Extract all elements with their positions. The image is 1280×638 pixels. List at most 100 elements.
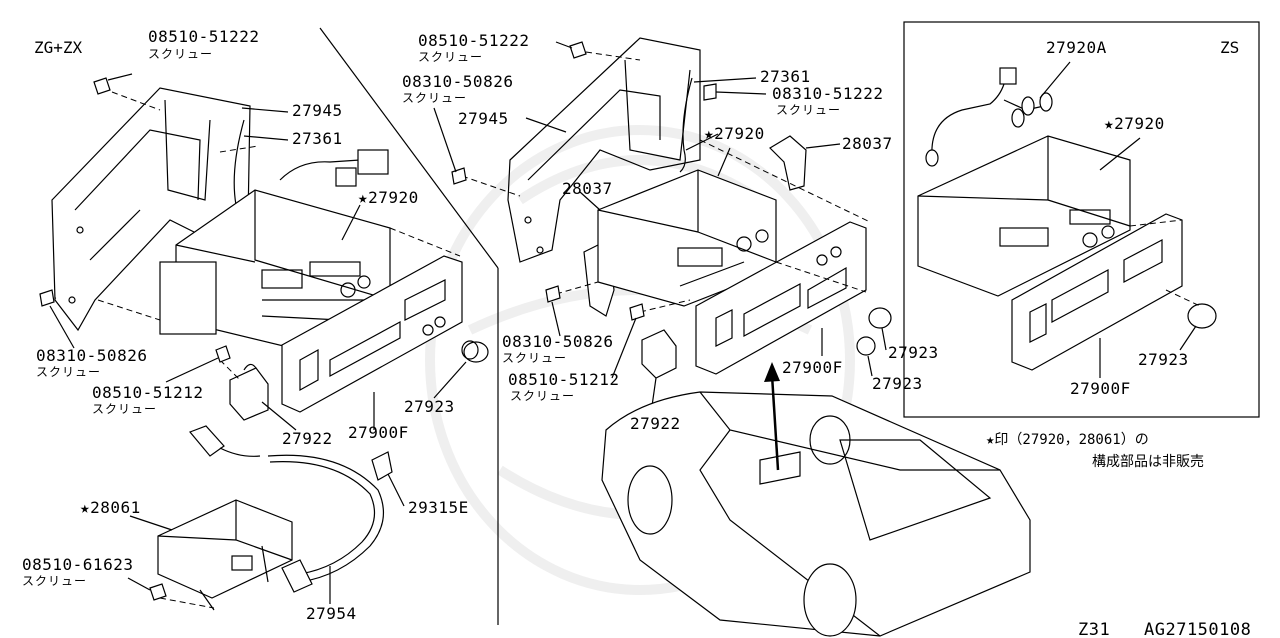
leader-dashed [1129,219,1183,227]
screw-icon [39,77,231,601]
amp-unit-28061 [157,499,293,611]
callout-part-number: 27361 [760,67,811,86]
leader-line [165,357,219,383]
middle-bracket-28037-right [769,135,807,191]
callout-part-number: 27922 [630,414,681,433]
middle-bracket-27945 [507,37,701,263]
callout-part-name: スクリュー [402,91,468,105]
callout-part-number: 27945 [292,101,343,120]
callout-part-number: 27954 [306,604,357,623]
zs-knob-27923 [1187,303,1217,329]
diagram-code: AG27150108 [1144,620,1252,638]
leader-line [867,355,873,377]
leader-line [243,135,289,141]
leader-line [881,327,887,351]
callout-part-number: 08510-61623 [22,555,134,574]
clip-29315E [371,451,393,481]
variant-label-right: ZS [1220,38,1240,57]
callout-part-number: 28037 [562,179,613,198]
callout-part-number: 27920A [1046,38,1107,57]
callout-part-name: スクリュー [510,389,576,403]
variant-label-left: ZG+ZX [34,38,83,57]
callout-part-name: スクリュー [502,351,568,365]
left-bracket-27922 [229,363,269,421]
model-code: Z31 [1078,620,1111,638]
zs-radio-unit-27920 [917,135,1131,297]
middle-bracket-27922 [641,329,677,379]
callout-part-number: 27923 [872,374,923,393]
callout-part-name: スクリュー [92,402,158,416]
leader-line [261,401,297,431]
leader-dashed [219,145,259,153]
callout-part-name: スクリュー [36,365,102,379]
callout-part-number: 08510-51212 [92,383,204,402]
zs-harness-27920A [925,67,1053,167]
leader-dashed [159,597,215,609]
leader-line [551,301,561,337]
car-drawing [601,391,1031,637]
callout-part-number: 28037 [842,134,893,153]
leader-line [1039,61,1071,99]
leader-line [579,191,601,211]
leader-dashed [1165,289,1201,307]
callout-part-number: 27900F [782,358,843,377]
leader-dashed [639,299,691,313]
leader-line [1179,325,1197,351]
callout-part-number: 08510-51222 [418,31,530,50]
leader-line [107,73,133,81]
callout-part-number: 08510-51222 [148,27,260,46]
leader-dashed [699,139,871,223]
leader-line [685,133,719,151]
leader-dashed [461,175,521,197]
footnote-line-2: 構成部品は非販売 [1092,454,1204,470]
callout-part-number: ★28061 [80,498,141,517]
middle-wire-27361 [679,77,693,173]
callout-part-number: ★27920 [704,124,765,143]
callout-part-number: 29315E [408,498,469,517]
callout-part-number: 08310-51222 [772,84,884,103]
callout-part-number: ★27920 [1104,114,1165,133]
left-knob-27923 [461,340,489,363]
leader-line [433,361,467,399]
callout-part-name: スクリュー [22,574,88,588]
leader-line [387,473,405,507]
leader-dashed [219,359,241,381]
callout-part-name: スクリュー [418,50,484,64]
install-arrow [764,362,780,471]
leader-dashed [775,261,867,293]
leader-line [433,107,457,173]
leader-line [49,305,75,349]
callout-part-number: ★27920 [358,188,419,207]
leader-dashed [389,227,461,257]
callout-part-number: 27900F [1070,379,1131,398]
callout-part-number: 08510-51212 [508,370,620,389]
leader-line [241,107,289,113]
leader-line [1099,137,1141,171]
callout-part-number: 27922 [282,429,333,448]
leader-line [127,577,151,591]
callout-part-number: 27900F [348,423,409,442]
callout-part-number: 27945 [458,109,509,128]
leader-line [341,204,361,241]
callout-part-number: 27923 [1138,350,1189,369]
leader-dashed [97,299,161,321]
leader-line [715,91,767,95]
leader-line [805,143,841,149]
callout-part-number: 08310-50826 [36,346,148,365]
callout-part-number: 27923 [404,397,455,416]
callout-part-number: 27923 [888,343,939,362]
leader-line [525,117,567,133]
callout-part-number: 08310-50826 [402,72,514,91]
middle-knob-27923 [856,307,892,356]
callout-part-number: 08310-50826 [502,332,614,351]
footnote-line-1: ★印（27920，28061）の [986,432,1149,448]
left-faceplate-27900F [281,255,463,413]
middle-faceplate-27900F [695,221,867,375]
leader-line [717,147,731,177]
zs-faceplate-27900F [1011,213,1183,371]
leader-line [611,317,637,379]
callout-part-number: 27361 [292,129,343,148]
antenna-cable [188,425,385,593]
